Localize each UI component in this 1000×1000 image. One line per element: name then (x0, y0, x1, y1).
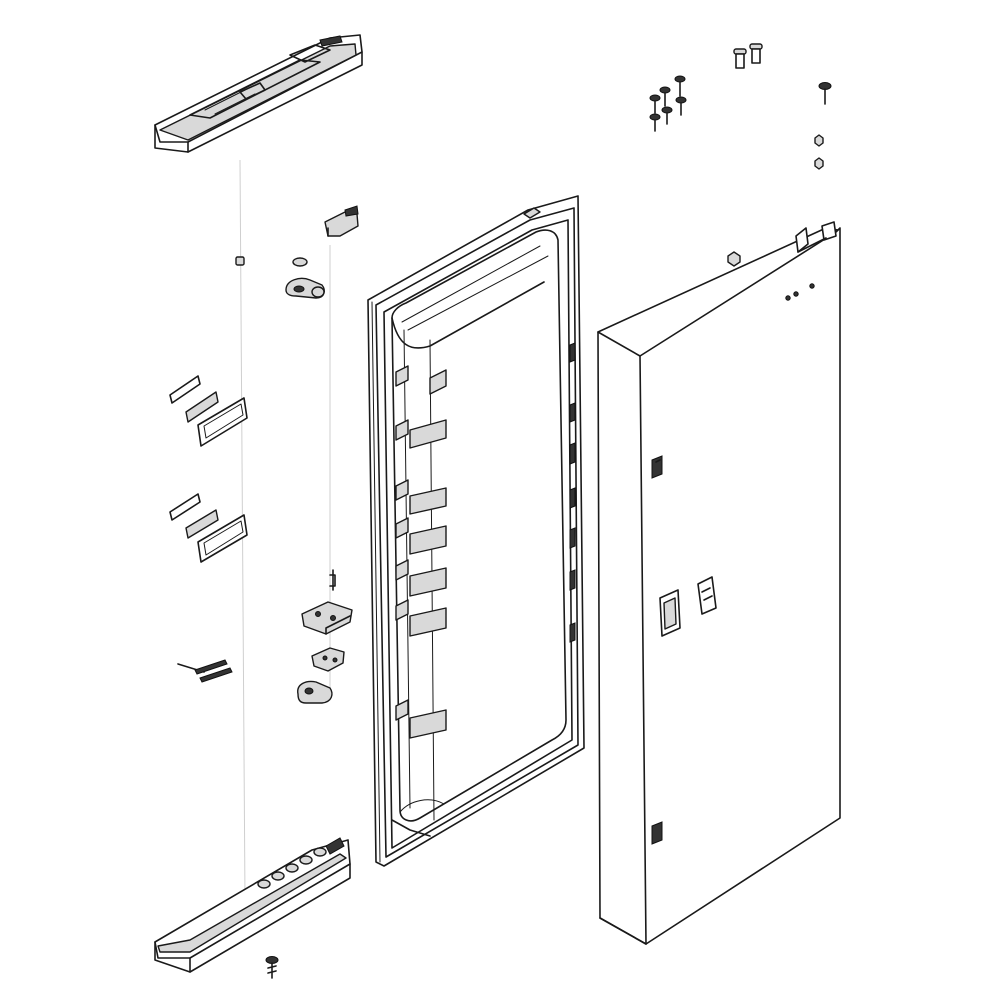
screw (659, 86, 671, 107)
screw (674, 75, 686, 97)
screw (649, 113, 661, 132)
screw (749, 43, 763, 64)
lower-hinge-plate (311, 647, 345, 672)
screw (675, 96, 687, 116)
screw (649, 94, 661, 114)
door-stopper-small (235, 256, 245, 266)
bottom-door-cap (154, 837, 351, 973)
top-screws (649, 43, 763, 132)
outer-door-panel (597, 221, 841, 945)
lower-hinge-cam (297, 680, 333, 704)
gasket-label-set-lower (169, 493, 248, 563)
single-screw (818, 82, 832, 105)
cap-buttons (257, 837, 345, 889)
hinge-cam (324, 205, 359, 237)
small-clip (329, 569, 336, 591)
door-hinge-bushing (285, 257, 325, 299)
gasket-label-set-upper (169, 375, 248, 447)
door-gasket-inner-liner (367, 195, 585, 867)
top-door-cap (154, 34, 363, 153)
hinge-bracket (301, 601, 353, 635)
spring-pins (177, 659, 233, 683)
hex-nuts (727, 134, 824, 267)
screw (733, 48, 747, 69)
leader-lines (239, 159, 331, 901)
bottom-screw (265, 956, 279, 979)
screw (661, 106, 673, 125)
bin-supports (395, 342, 576, 739)
